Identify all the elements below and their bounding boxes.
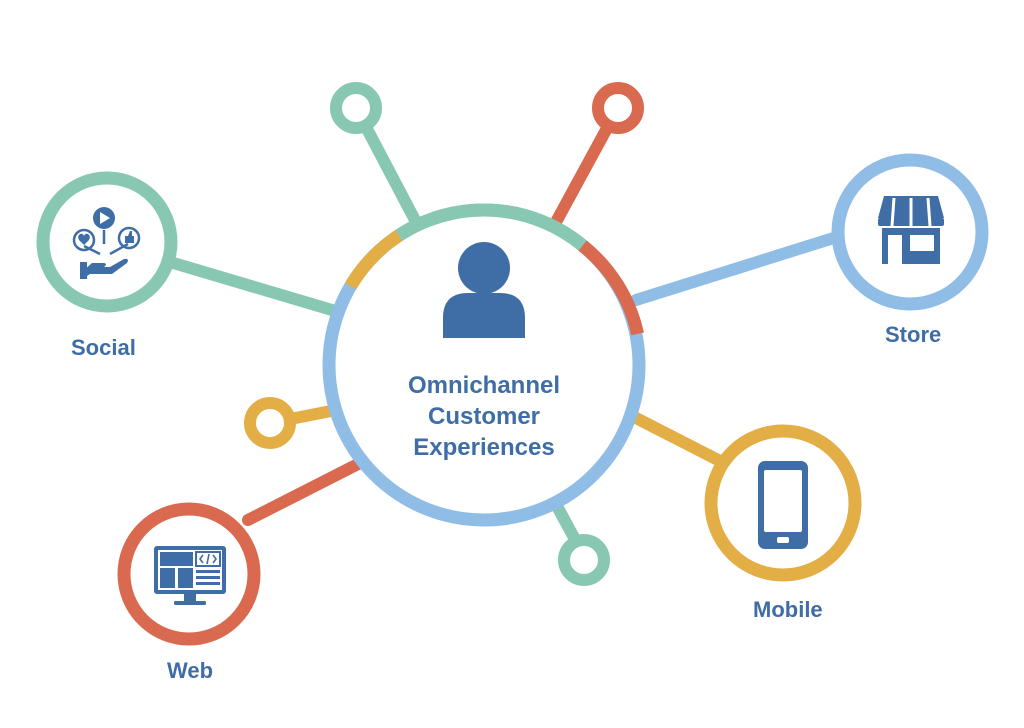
- node-teal-bottom: [558, 534, 610, 586]
- channel-node-social[interactable]: [36, 171, 178, 313]
- label-mobile: Mobile: [753, 597, 823, 622]
- label-social: Social: [71, 335, 136, 360]
- node-orange-top: [592, 82, 644, 134]
- channel-node-mobile[interactable]: [704, 424, 862, 582]
- center-title: Omnichannel Customer Experiences: [362, 370, 606, 463]
- connector-web: [242, 456, 368, 526]
- connector-social: [164, 256, 338, 316]
- hub-ring-segment-yellow: [344, 229, 403, 290]
- hub-ring-segment-orange: [578, 240, 644, 336]
- user-icon: [443, 242, 525, 338]
- center-title-line-2: Customer: [427, 403, 541, 430]
- social-engagement-icon: [72, 207, 141, 279]
- channel-node-web[interactable]: [117, 502, 261, 646]
- center-title-line-1: Omnichannel: [407, 372, 561, 399]
- channel-node-store[interactable]: [831, 153, 989, 311]
- label-store: Store: [885, 322, 942, 347]
- node-teal-top: [330, 82, 382, 134]
- web-monitor-icon: [154, 546, 226, 605]
- hub-ring-segment-teal: [395, 203, 587, 251]
- node-yellow-left: [244, 397, 296, 449]
- label-web: Web: [167, 658, 214, 683]
- connector-mobile: [630, 412, 728, 468]
- smartphone-icon: [758, 461, 808, 549]
- center-title-line-3: Experiences: [413, 434, 555, 461]
- connector-store: [630, 230, 846, 306]
